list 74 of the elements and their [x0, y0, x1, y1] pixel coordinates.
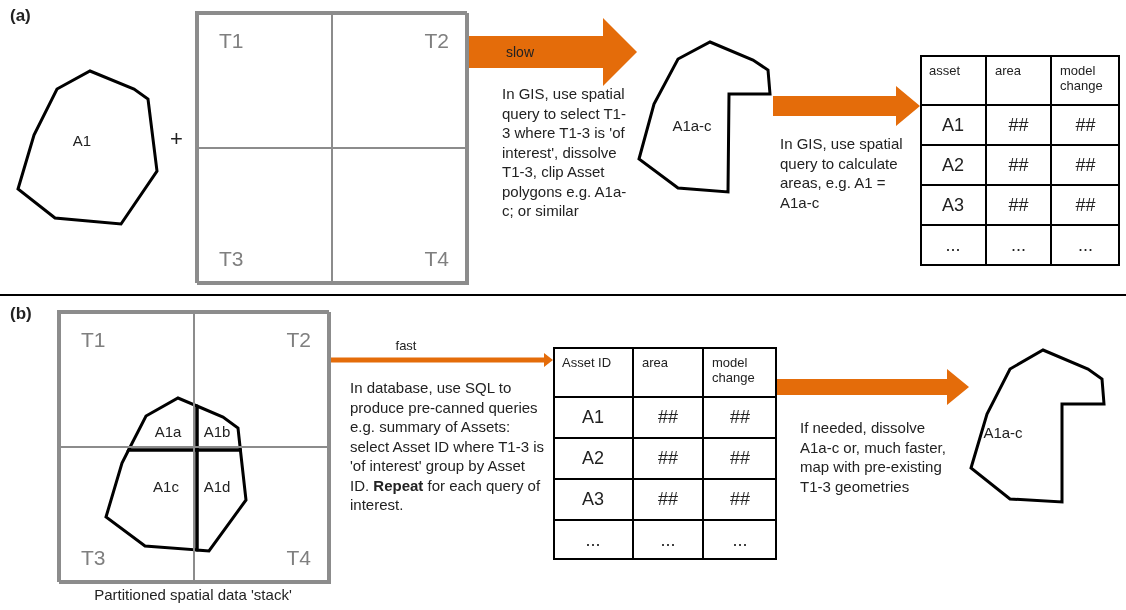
table-cell: ...	[986, 225, 1051, 266]
block-arrow	[773, 86, 920, 126]
table-cell: ##	[703, 397, 777, 438]
table-cell: A1	[553, 397, 633, 438]
tile-label: T2	[286, 328, 311, 352]
table-cell: A2	[920, 145, 986, 185]
polygon-label: A1a-c	[672, 116, 712, 134]
polygon-label: A1a-c	[983, 423, 1023, 441]
description-text: If needed, dissolve A1a-c or, much faster, map with pre-existing T1-3 geometries	[800, 418, 947, 496]
table-cell: ##	[703, 479, 777, 520]
polygon-shape	[16, 69, 160, 227]
block-arrow	[777, 369, 969, 405]
column-header: model change	[703, 347, 777, 397]
data-table	[553, 347, 777, 560]
polygon-label: A1d	[203, 477, 231, 495]
data-table	[920, 55, 1120, 266]
polygon-label: A1b	[203, 422, 231, 440]
column-header: asset	[920, 55, 986, 105]
table-cell: ...	[920, 225, 986, 266]
grid-cell	[197, 147, 333, 285]
tile-label: T1	[219, 29, 244, 53]
tile-label: T2	[424, 29, 449, 53]
column-header: Asset ID	[553, 347, 633, 397]
table-cell: ##	[1051, 185, 1120, 225]
table-cell: A1	[920, 105, 986, 145]
polygon-shape	[104, 448, 199, 552]
table-cell: ##	[633, 397, 703, 438]
arrow	[329, 353, 553, 367]
table-cell: ##	[1051, 145, 1120, 185]
table-cell: ...	[633, 520, 703, 560]
table-cell: ##	[703, 438, 777, 479]
polygon-label: A1	[72, 131, 92, 149]
plus-sign: +	[170, 126, 183, 152]
table-cell: ...	[703, 520, 777, 560]
table-cell: ##	[633, 438, 703, 479]
table-cell: A3	[553, 479, 633, 520]
table-cell: ...	[553, 520, 633, 560]
table-cell: A2	[553, 438, 633, 479]
panel-label: (a)	[10, 6, 31, 26]
table-cell: ##	[986, 105, 1051, 145]
grid-cell	[331, 147, 469, 285]
column-header: model change	[1051, 55, 1120, 105]
tile-label: T1	[81, 328, 106, 352]
grid-frame	[195, 11, 467, 283]
polygon-shape	[969, 348, 1107, 505]
panel-label: (b)	[10, 304, 32, 324]
table-cell: ##	[1051, 105, 1120, 145]
table-cell: ...	[1051, 225, 1120, 266]
polygon-shape	[195, 404, 242, 452]
grid-frame	[57, 310, 329, 582]
caption-text: Partitioned spatial data 'stack'	[94, 586, 292, 603]
description-text: In GIS, use spatial query to calculate areas, e.g. A1 = A1a-c	[780, 134, 904, 212]
edge-label: slow	[506, 44, 534, 60]
tile-label: T4	[424, 247, 449, 271]
table-cell: ##	[986, 145, 1051, 185]
grid-cell	[193, 446, 331, 584]
table-cell: ##	[986, 185, 1051, 225]
tile-label: T4	[286, 546, 311, 570]
column-header: area	[986, 55, 1051, 105]
description-text: In database, use SQL to produce pre-canned queries e.g. summary of Assets: select Asset ID where T1-3 is 'of interest' group by Asset ID. Repeat for each query of interest.	[350, 378, 545, 515]
polygon-shape	[195, 448, 248, 553]
polygon-label: A1a	[154, 422, 182, 440]
tile-label: T3	[81, 546, 106, 570]
table-cell: ##	[633, 479, 703, 520]
table-cell: A3	[920, 185, 986, 225]
block-arrow	[467, 18, 637, 86]
polygon-shape	[127, 396, 199, 452]
polygon-label: A1c	[153, 477, 179, 495]
description-text: In GIS, use spatial query to select T1-3 where T1-3 is 'of interest', dissolve T1-3, clip Asset polygons e.g. A1a-c; or similar	[502, 84, 628, 221]
tile-label: T3	[219, 247, 244, 271]
grid-cell	[331, 13, 469, 149]
column-header: area	[633, 347, 703, 397]
grid-cell	[197, 13, 333, 149]
polygon-shape	[637, 40, 773, 195]
